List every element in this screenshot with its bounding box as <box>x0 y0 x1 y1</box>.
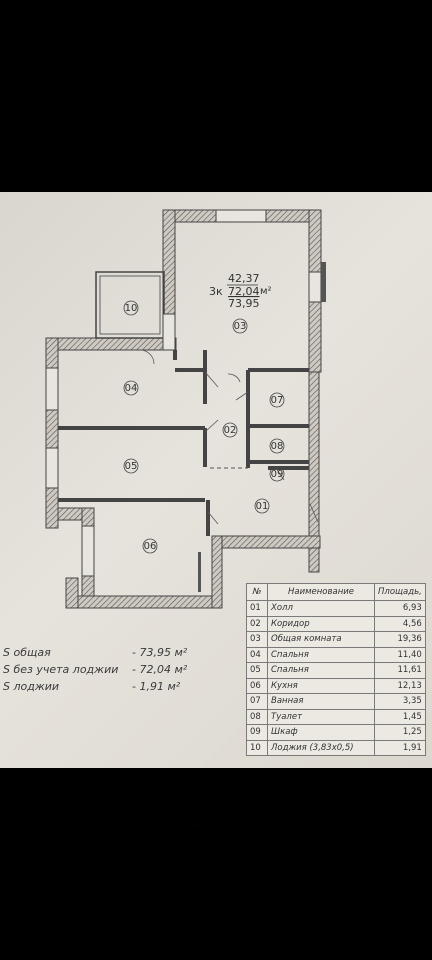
summary-value: - 73,95 м² <box>132 646 188 659</box>
area-without-loggia: 72,04 <box>228 285 260 298</box>
apartment-type: 3к <box>209 285 223 298</box>
floor-plan-drawing: 10 03 04 02 07 08 09 05 01 06 42,37 3к 7… <box>45 209 326 609</box>
row-name: Спальня <box>267 662 375 679</box>
row-number: 07 <box>246 693 268 710</box>
room-label-01: 01 <box>256 501 269 512</box>
row-area: 19,36 <box>374 631 426 648</box>
room-label-08: 08 <box>271 441 284 452</box>
row-name: Общая комната <box>267 631 375 648</box>
floor-plan-photo: 10 03 04 02 07 08 09 05 01 06 42,37 3к 7… <box>0 192 432 768</box>
interior-walls <box>58 350 309 536</box>
summary-value: - 72,04 м² <box>132 663 188 676</box>
summary-row-loggia: S лоджии - 1,91 м² <box>0 680 220 697</box>
row-name: Спальня <box>267 646 375 663</box>
room-label-07: 07 <box>271 395 284 406</box>
room-label-09: 09 <box>271 469 284 480</box>
room-label-04: 04 <box>125 383 138 394</box>
summary-label: S без учета лоджии <box>3 663 119 676</box>
row-name: Кухня <box>267 677 375 694</box>
row-number: 05 <box>246 662 268 679</box>
room-label-02: 02 <box>224 425 237 436</box>
row-area: 11,40 <box>374 646 426 663</box>
row-name: Туалет <box>267 708 375 725</box>
row-name: Коридор <box>267 615 375 632</box>
row-number: 06 <box>246 677 268 694</box>
area-label: 42,37 3к 72,04 м² 73,95 <box>209 272 272 310</box>
row-area: 12,13 <box>374 677 426 694</box>
row-number: 04 <box>246 646 268 663</box>
room-label-06: 06 <box>144 541 157 552</box>
room-markers <box>123 300 285 554</box>
row-number: 09 <box>246 724 268 741</box>
row-area: 3,35 <box>374 693 426 710</box>
summary-value: - 1,91 м² <box>132 680 181 693</box>
room-label-10: 10 <box>125 303 138 314</box>
row-area: 6,93 <box>374 600 426 617</box>
summary-label: S лоджии <box>3 680 60 693</box>
row-area: 11,61 <box>374 662 426 679</box>
row-area: 1,25 <box>374 724 426 741</box>
area-summary: S общая - 73,95 м² S без учета лоджии - … <box>0 646 220 697</box>
row-number: 03 <box>246 631 268 648</box>
loggia-outline <box>95 271 165 339</box>
table-header-row: № Наименование Площадь, <box>246 583 426 601</box>
row-number: 01 <box>246 600 268 617</box>
screen-speck: · <box>196 822 198 829</box>
header-number: № <box>246 583 268 601</box>
room-label-03: 03 <box>234 321 247 332</box>
row-name: Ванная <box>267 693 375 710</box>
row-name: Шкаф <box>267 724 375 741</box>
windows <box>45 209 322 577</box>
row-number: 08 <box>246 708 268 725</box>
header-area: Площадь, <box>374 583 426 601</box>
row-area: 1,45 <box>374 708 426 725</box>
summary-label: S общая <box>3 646 51 659</box>
area-unit: м² <box>260 286 272 297</box>
row-number: 02 <box>246 615 268 632</box>
summary-row-without-loggia: S без учета лоджии - 72,04 м² <box>0 663 220 680</box>
row-area: 1,91 <box>374 739 426 756</box>
room-label-05: 05 <box>125 461 138 472</box>
radiators <box>198 262 326 592</box>
area-total: 73,95 <box>228 297 260 310</box>
row-area: 4,56 <box>374 615 426 632</box>
header-name: Наименование <box>267 583 375 601</box>
row-number: 10 <box>246 739 268 756</box>
row-name: Холл <box>267 600 375 617</box>
row-name: Лоджия (3,83х0,5) <box>267 739 375 756</box>
summary-row-total: S общая - 73,95 м² <box>0 646 220 663</box>
area-living: 42,37 <box>228 272 260 285</box>
